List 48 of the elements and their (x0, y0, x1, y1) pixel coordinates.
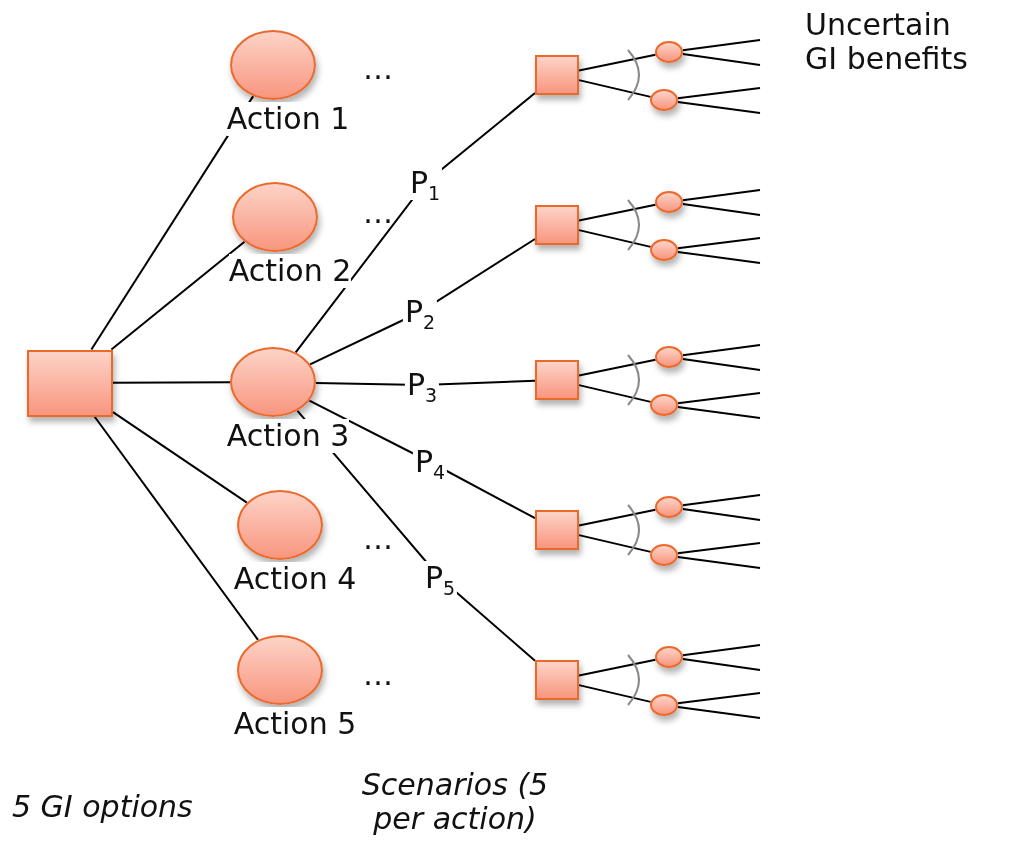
action-label: Action 2 (228, 254, 352, 288)
edge-label: P$_{5}$ (422, 561, 458, 595)
connector-line (676, 100, 761, 114)
note-text: Uncertain GI benefits (805, 8, 969, 76)
connector-line (681, 203, 761, 216)
connector-line (681, 344, 761, 357)
action-label: Action 1 (226, 102, 350, 136)
edge-label: P$_{1}$ (407, 166, 443, 200)
connector-line (681, 189, 761, 202)
connector-line (578, 658, 657, 677)
caption-text: 5 GI options (12, 790, 193, 824)
connector-line (676, 250, 761, 264)
connector-line (110, 240, 246, 351)
connector-line (676, 87, 761, 100)
note-text: … (363, 196, 393, 230)
connector-line (676, 405, 761, 419)
connector-line (681, 644, 761, 657)
connector-line (676, 692, 761, 705)
connector-line (578, 358, 657, 377)
connector-line (578, 203, 657, 222)
connector-line (681, 494, 761, 507)
connector-line (681, 53, 761, 66)
connector-line (578, 684, 652, 703)
action-label: Action 3 (226, 419, 350, 453)
note-text: … (363, 522, 393, 556)
note-text: … (363, 52, 393, 86)
connector-line (681, 39, 761, 52)
connector-line (294, 92, 536, 354)
connector-line (676, 555, 761, 569)
connector-line (90, 95, 255, 351)
connector-line (681, 508, 761, 521)
connector-line (676, 392, 761, 405)
connector-line (676, 542, 761, 555)
connector-line (676, 705, 761, 719)
connector-line (578, 508, 657, 527)
connector-line (681, 658, 761, 671)
connector-line (578, 384, 652, 403)
connector-line (112, 381, 231, 384)
connector-line (93, 415, 259, 641)
caption-text: Scenarios (5 per action) (360, 768, 550, 836)
connector-line (578, 79, 652, 98)
connector-line (112, 411, 248, 504)
connector-line (676, 237, 761, 250)
connector-line (578, 534, 652, 553)
connector-line (578, 229, 652, 248)
note-text: … (363, 658, 393, 692)
connector-line (681, 358, 761, 371)
connector-line (578, 53, 657, 72)
